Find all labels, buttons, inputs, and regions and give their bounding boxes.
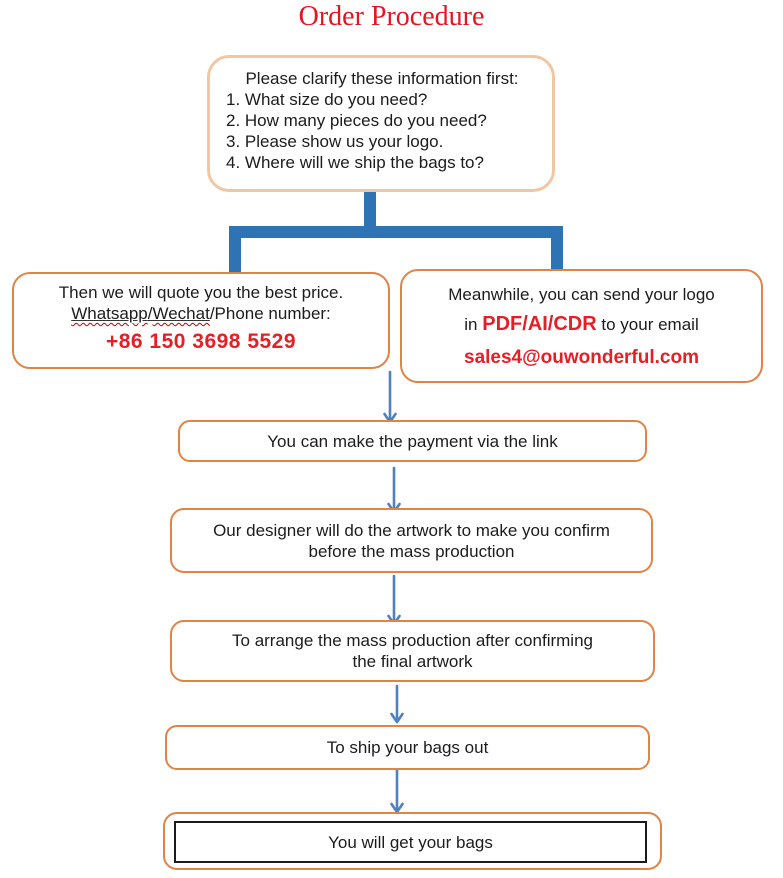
step-line: the final artwork bbox=[352, 652, 473, 671]
step-line: Our designer will do the artwork to make… bbox=[213, 520, 610, 540]
phone-number: +86 150 3698 5529 bbox=[105, 330, 297, 353]
logo-box: Meanwhile, you can send your logo in PDF… bbox=[400, 269, 763, 383]
connector-bar bbox=[229, 226, 563, 238]
quote-line: Then we will quote you the best price. bbox=[58, 283, 344, 302]
flow-arrow-5 bbox=[390, 768, 404, 814]
clarify-item-4: 4. Where will we ship the bags to? bbox=[226, 153, 484, 172]
contact-word-wechat: Wechat bbox=[152, 304, 210, 323]
flow-arrow-1 bbox=[383, 370, 397, 424]
connector-left-drop bbox=[229, 226, 241, 273]
logo-line2-suffix: to your email bbox=[596, 315, 699, 334]
logo-line1: Meanwhile, you can send your logo bbox=[448, 285, 715, 304]
contact-line: Whatsapp/Wechat/Phone number: bbox=[71, 303, 331, 324]
connector-stem bbox=[364, 192, 376, 230]
contact-rest: /Phone number: bbox=[209, 304, 331, 323]
flow-arrow-3 bbox=[387, 574, 401, 626]
clarify-box: Please clarify these information first: … bbox=[207, 55, 555, 192]
delivery-step-box: You will get your bags bbox=[163, 812, 662, 870]
connector-right-drop bbox=[551, 226, 563, 271]
shipping-step-box: To ship your bags out bbox=[165, 725, 650, 770]
contact-word-whatsapp: Whatsapp bbox=[71, 304, 148, 323]
clarify-item-2: 2. How many pieces do you need? bbox=[226, 111, 487, 130]
quote-box: Then we will quote you the best price. W… bbox=[12, 272, 390, 369]
production-step-box: To arrange the mass production after con… bbox=[170, 620, 655, 682]
logo-line2: in PDF/AI/CDR to your email bbox=[464, 314, 698, 335]
step-line: To ship your bags out bbox=[326, 738, 489, 757]
contact-separator: / bbox=[147, 304, 153, 323]
step-line: To arrange the mass production after con… bbox=[232, 631, 593, 650]
page-title: Order Procedure bbox=[298, 1, 485, 32]
email-address: sales4@ouwonderful.com bbox=[464, 347, 699, 368]
step-line: You will get your bags bbox=[328, 832, 493, 852]
clarify-item-1: 1. What size do you need? bbox=[226, 90, 428, 109]
step-line: before the mass production bbox=[308, 541, 515, 561]
clarify-heading: Please clarify these information first: bbox=[245, 69, 519, 88]
payment-step-box: You can make the payment via the link bbox=[178, 420, 647, 462]
step-line: You can make the payment via the link bbox=[267, 431, 558, 451]
clarify-item-3: 3. Please show us your logo. bbox=[226, 132, 444, 151]
delivery-inner-frame: You will get your bags bbox=[174, 821, 647, 863]
flow-arrow-4 bbox=[390, 684, 404, 724]
file-formats-highlight: PDF/AI/CDR bbox=[482, 313, 597, 335]
artwork-step-box: Our designer will do the artwork to make… bbox=[170, 508, 653, 573]
logo-line2-prefix: in bbox=[464, 315, 483, 334]
